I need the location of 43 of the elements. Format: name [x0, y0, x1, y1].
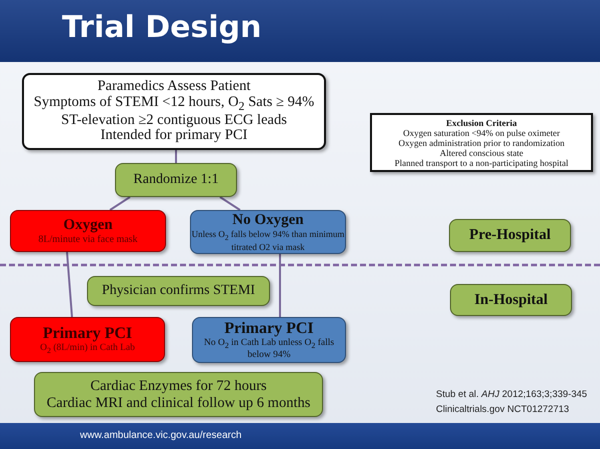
process-box — [87, 276, 270, 306]
box-text: Oxygen saturation <94% on pulse oximeter — [403, 128, 560, 138]
box-text: ST-elevation ≥2 contiguous ECG leads — [61, 112, 287, 128]
box-text: Physician confirms STEMI — [102, 283, 256, 299]
box-text: Cardiac MRI and clinical follow up 6 months — [46, 394, 310, 412]
connector-line — [66, 252, 73, 318]
exclusion-criteria-box — [370, 113, 593, 172]
connector-line — [175, 150, 177, 163]
box-heading: Exclusion Criteria — [446, 118, 517, 128]
box-text: In-Hospital — [474, 292, 548, 308]
box-text: O$_{2}$ (8L/min) in Cath Lab — [40, 342, 135, 354]
phase-box — [449, 219, 571, 252]
box-heading: No Oxygen — [232, 212, 304, 230]
box-text: Cardiac Enzymes for 72 hours — [90, 378, 267, 394]
box-text: Altered conscious state — [440, 148, 524, 158]
connector-line — [219, 196, 241, 211]
randomize-box — [115, 163, 237, 197]
connector-line — [279, 254, 281, 317]
box-text: No O$_{2}$ in Cath Lab unless O$_{2}$ falls below 94% — [202, 338, 336, 360]
citation-text: Stub et al. AHJ 2012;163;3;339-345 — [436, 389, 588, 400]
box-text: Planned transport to a non-participating hospital — [394, 158, 568, 168]
box-text: Unless O$_{2}$ falls below 94% than minimum titrated O2 via mask — [191, 229, 345, 252]
box-text: Randomize 1:1 — [133, 172, 219, 188]
box-text: Paramedics Assess Patient — [97, 79, 251, 95]
box-text: Symptoms of STEMI <12 hours, O$_{2}$ Sats ≥ 94% — [34, 94, 314, 113]
box-text: Oxygen administration prior to randomization — [398, 138, 564, 148]
connector-line — [109, 196, 131, 211]
oxygen-box — [10, 210, 166, 252]
box-heading: Primary PCI — [224, 320, 314, 338]
trial-registration-text: Clinicaltrials.gov NCT01272713 — [436, 404, 570, 415]
intervention-box — [10, 317, 165, 362]
footer-url: www.ambulance.vic.gov.au/research — [80, 430, 242, 441]
no-oxygen-box — [190, 210, 346, 254]
eligibility-box — [22, 73, 326, 150]
slide-title: Trial Design — [62, 10, 262, 45]
phase-box — [450, 284, 572, 316]
follow-up-box — [34, 372, 323, 417]
box-text: 8L/minute via face mask — [38, 234, 138, 245]
box-text: Intended for primary PCI — [100, 128, 248, 144]
intervention-box — [192, 317, 346, 363]
box-heading: Primary PCI — [42, 324, 132, 343]
box-text: Pre-Hospital — [469, 227, 551, 244]
box-heading: Oxygen — [63, 217, 113, 234]
